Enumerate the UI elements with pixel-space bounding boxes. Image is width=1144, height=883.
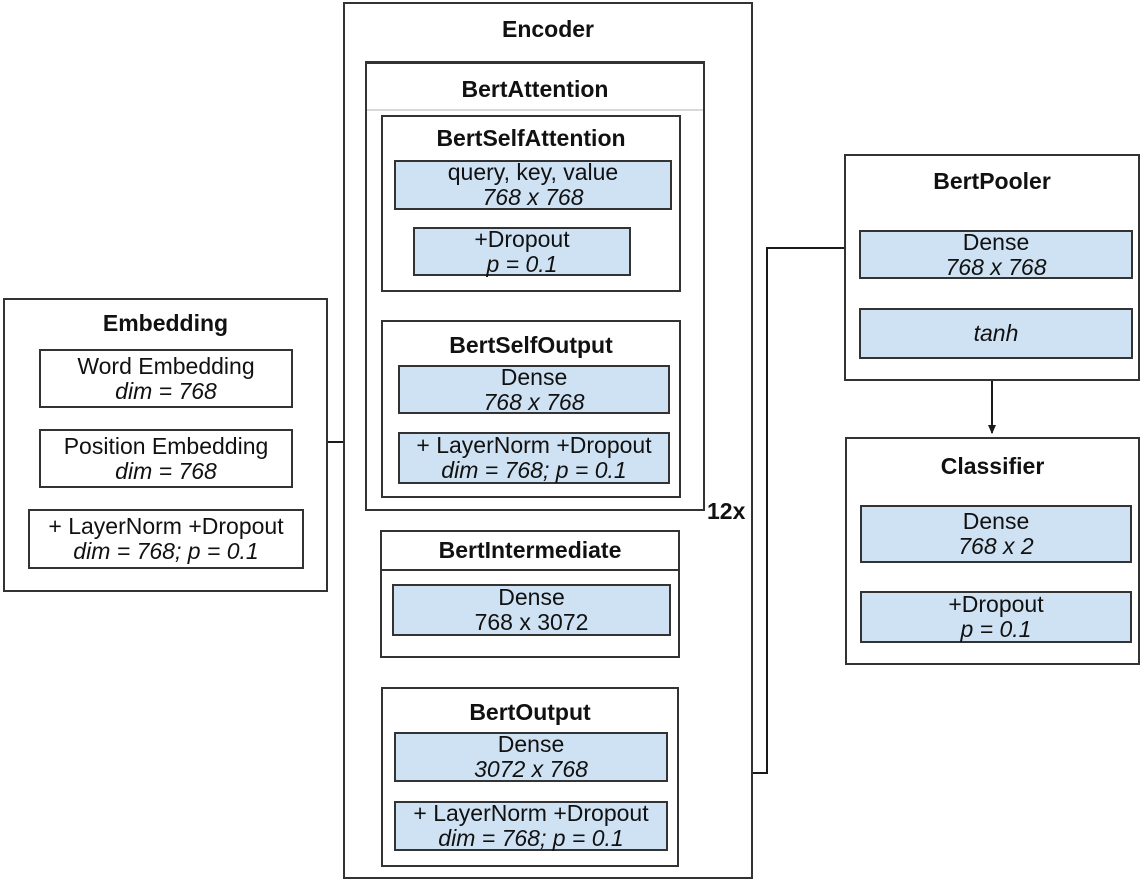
embedding-layernorm-dim: dim = 768; p = 0.1 [73, 538, 259, 564]
classifier-dropout-label: +Dropout [948, 591, 1044, 617]
pooler-tanh-block: tanh [859, 308, 1133, 359]
output-dense-dim: 3072 x 768 [474, 756, 588, 782]
qkv-block: query, key, value 768 x 768 [394, 160, 672, 210]
bert-attention-title: BertAttention [461, 76, 609, 102]
classifier-title: Classifier [940, 453, 1045, 479]
bert-self-output-box: BertSelfOutput Dense 768 x 768 + LayerNo… [381, 320, 681, 498]
position-embedding-label: Position Embedding [63, 432, 269, 459]
bert-self-attention-box: BertSelfAttention query, key, value 768 … [381, 115, 681, 292]
self-output-dense-dim: 768 x 768 [483, 388, 585, 415]
self-output-layernorm-block: + LayerNorm +Dropout dim = 768; p = 0.1 [398, 432, 670, 484]
word-embedding-dim: dim = 768 [115, 377, 217, 404]
output-dense-label: Dense [497, 731, 565, 757]
qkv-label: query, key, value [447, 159, 619, 185]
self-output-dense-block: Dense 768 x 768 [398, 363, 670, 415]
bert-pooler-box: BertPooler Dense 768 x 768 tanh [844, 154, 1140, 381]
encoder-box: Encoder BertAttention BertSelfAttention … [343, 2, 753, 879]
word-embedding-label: Word Embedding [77, 352, 255, 379]
classifier-dropout-p: p = 0.1 [960, 616, 1032, 642]
classifier-box: Classifier Dense 768 x 2 +Dropout p = 0.… [845, 437, 1140, 665]
output-layernorm-label: + LayerNorm +Dropout [413, 800, 649, 826]
output-layernorm-block: + LayerNorm +Dropout dim = 768; p = 0.1 [394, 801, 668, 851]
bert-pooler-title: BertPooler [933, 168, 1051, 194]
classifier-dropout-block: +Dropout p = 0.1 [860, 591, 1132, 643]
classifier-dense-label: Dense [962, 508, 1030, 534]
classifier-dense-dim: 768 x 2 [958, 533, 1034, 559]
position-embedding-dim: dim = 768 [115, 457, 217, 484]
embedding-title: Embedding [102, 310, 229, 336]
pooler-dense-dim: 768 x 768 [945, 253, 1047, 280]
bert-self-attention-title: BertSelfAttention [436, 125, 626, 151]
repeat-12x-label: 12x [707, 498, 746, 524]
pooler-dense-block: Dense 768 x 768 [859, 228, 1133, 280]
intermediate-dense-block: Dense 768 x 3072 [392, 584, 671, 636]
self-attention-dropout-label: +Dropout [474, 225, 570, 252]
qkv-dim: 768 x 768 [482, 184, 584, 210]
pooler-tanh-label: tanh [973, 320, 1019, 346]
output-layernorm-dim: dim = 768; p = 0.1 [438, 825, 624, 851]
pooler-dense-label: Dense [962, 228, 1030, 255]
bert-self-output-title: BertSelfOutput [449, 332, 613, 358]
self-output-layernorm-label: + LayerNorm +Dropout [416, 432, 652, 458]
bert-intermediate-header: BertIntermediate [382, 532, 678, 571]
self-output-layernorm-dim: dim = 768; p = 0.1 [441, 457, 627, 483]
intermediate-dense-label: Dense [498, 584, 565, 610]
bert-attention-box: BertAttention BertSelfAttention query, k… [365, 61, 705, 511]
bert-intermediate-box: BertIntermediate Dense 768 x 3072 [380, 530, 680, 658]
self-output-dense-label: Dense [500, 363, 568, 390]
output-dense-block: Dense 3072 x 768 [394, 732, 668, 782]
position-embedding-block: Position Embedding dim = 768 [39, 429, 293, 488]
embedding-box: Embedding Word Embedding dim = 768 Posit… [3, 298, 328, 592]
bert-output-box: BertOutput Dense 3072 x 768 + LayerNorm … [381, 687, 679, 867]
embedding-layernorm-label: + LayerNorm +Dropout [48, 513, 284, 539]
intermediate-dense-dim: 768 x 3072 [474, 609, 589, 635]
word-embedding-block: Word Embedding dim = 768 [39, 349, 293, 408]
bert-attention-header: BertAttention [367, 64, 703, 111]
embedding-layernorm-block: + LayerNorm +Dropout dim = 768; p = 0.1 [28, 509, 304, 569]
bert-intermediate-title: BertIntermediate [438, 537, 622, 563]
self-attention-dropout-p: p = 0.1 [486, 250, 558, 277]
classifier-dense-block: Dense 768 x 2 [860, 505, 1132, 563]
encoder-title: Encoder [501, 16, 595, 42]
bert-output-title: BertOutput [469, 699, 591, 725]
self-attention-dropout-block: +Dropout p = 0.1 [413, 225, 631, 277]
